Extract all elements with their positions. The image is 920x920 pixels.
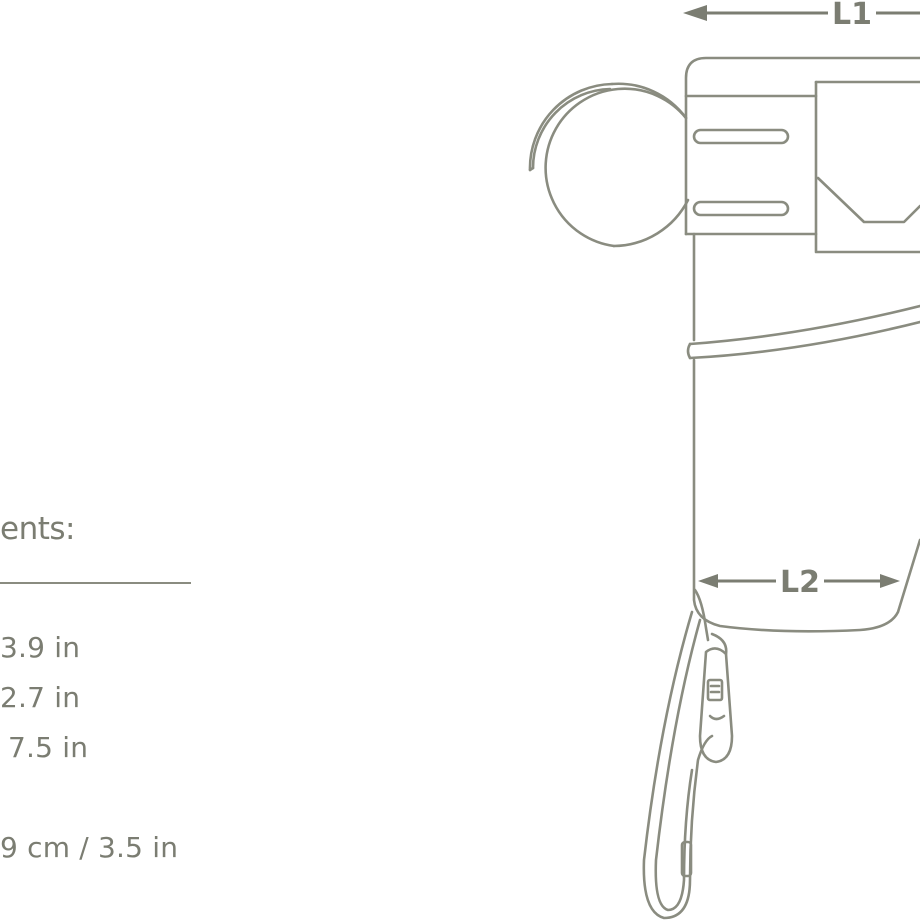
cord-toggle — [698, 647, 734, 764]
dimension-label-l2: L2 — [776, 568, 824, 598]
bag-body — [686, 232, 920, 633]
measurement-value: 2.7 in — [0, 681, 81, 714]
heading-divider — [0, 582, 191, 584]
lanyard-cord — [642, 588, 728, 920]
dimension-l1 — [683, 5, 920, 21]
bag-top-cap — [684, 56, 920, 254]
handlebar-ring — [528, 82, 690, 248]
measurement-value: 9 cm / 3.5 in — [0, 831, 179, 864]
measurement-value: 7.5 in — [8, 731, 89, 764]
strap-slots — [692, 128, 790, 217]
measurement-value: 3.9 in — [0, 631, 81, 664]
measurements-heading: ents: — [0, 511, 75, 547]
dimension-label-l1: L1 — [828, 0, 876, 30]
dimension-l2 — [698, 574, 900, 588]
